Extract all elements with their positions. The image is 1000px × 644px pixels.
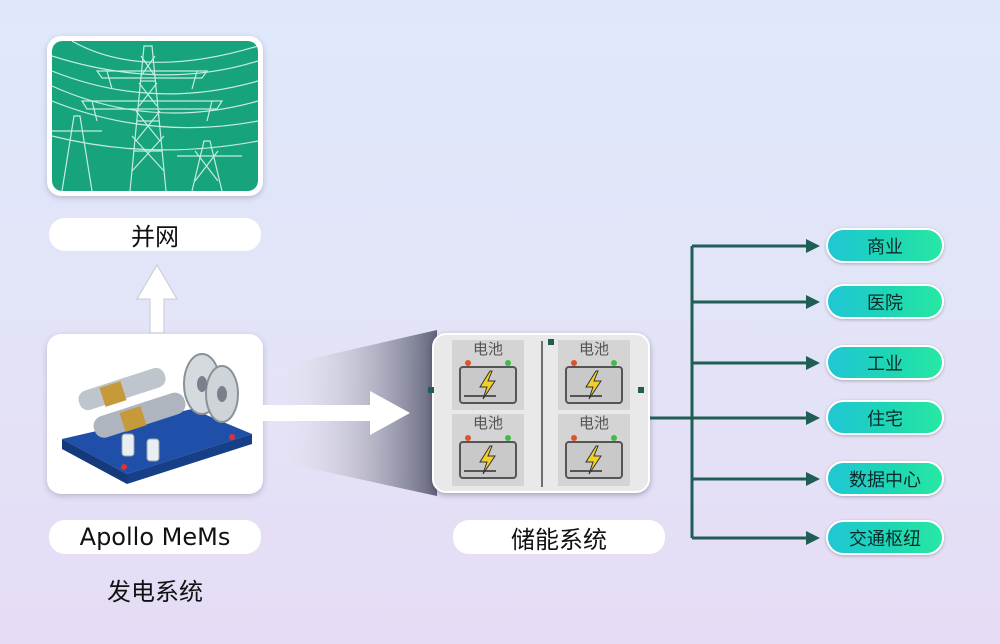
lightning-icon [479,445,496,475]
arrow-head [806,356,820,370]
stirling-engine-icon [52,339,258,489]
battery-label: 电池 [472,340,503,358]
power-tower-icon [52,41,258,191]
storage-label: 储能系统 [453,520,665,554]
destination-industrial: 工业 [826,345,944,380]
destination-hospital: 医院 [826,284,944,319]
generator-photo-card [47,334,263,494]
connector [638,387,644,393]
battery-icon [459,435,517,479]
arrow-right-icon [262,391,410,435]
destination-commercial: 商业 [826,228,944,263]
battery-label: 电池 [472,414,503,432]
lightning-icon [479,370,496,400]
branch-lines [650,239,820,545]
destination-transport-hub: 交通枢纽 [826,520,944,555]
arrow-head [806,411,820,425]
battery-cell-2: 电池 [558,340,630,410]
arrow-head [806,531,820,545]
grid-label: 并网 [49,218,261,251]
arrow-head [806,295,820,309]
battery-icon [565,435,623,479]
destination-residential: 住宅 [826,400,944,435]
battery-label: 电池 [578,414,609,432]
arrow-up-icon [136,264,178,333]
battery-icon [459,360,517,404]
battery-icon [565,360,623,404]
grid-photo-card [47,36,263,196]
destination-data-center: 数据中心 [826,461,944,496]
lightning-icon [585,445,602,475]
battery-cell-1: 电池 [452,340,524,410]
arrow-head [806,239,820,253]
lightning-icon [585,370,602,400]
arrow-head [806,472,820,486]
connector [548,339,554,345]
storage-divider [541,341,543,487]
battery-label: 电池 [578,340,609,358]
generator-label: Apollo MeMs [49,520,261,554]
battery-cell-4: 电池 [558,414,630,486]
connector [428,387,434,393]
generator-caption: 发电系统 [107,578,203,606]
battery-cell-3: 电池 [452,414,524,486]
